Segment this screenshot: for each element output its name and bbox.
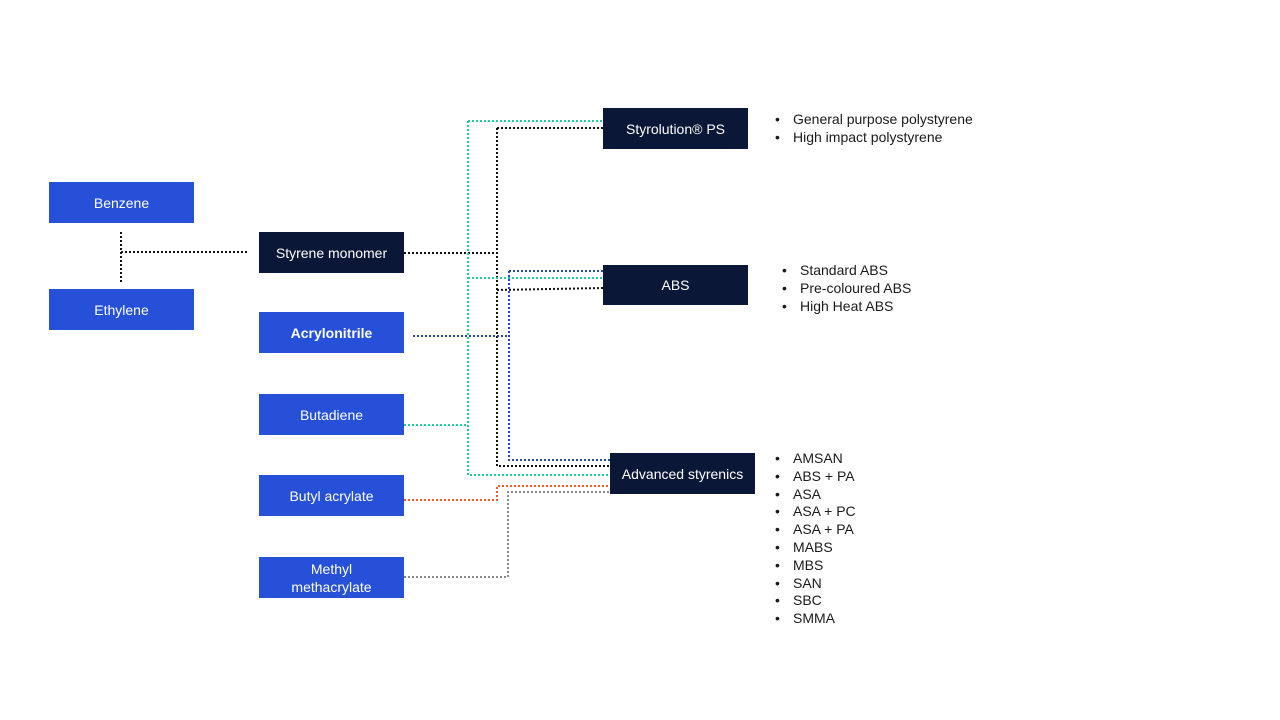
styrene-monomer-label: Styrene monomer [275, 244, 388, 261]
advanced-product-list: AMSAN ABS + PA ASA ASA + PC ASA + PA MAB… [775, 450, 856, 628]
advanced-styrenics-box: Advanced styrenics [610, 453, 755, 494]
list-item: Pre-coloured ABS [782, 280, 911, 298]
list-item: SBC [775, 592, 856, 610]
butadiene-connector [404, 120, 610, 476]
abs-box: ABS [603, 265, 748, 305]
list-item: SMMA [775, 610, 856, 628]
list-item: SAN [775, 575, 856, 593]
list-item: ASA + PC [775, 503, 856, 521]
abs-product-list: Standard ABS Pre-coloured ABS High Heat … [782, 262, 911, 315]
acrylonitrile-label: Acrylonitrile [290, 324, 373, 341]
butyl-acrylate-connector [404, 485, 610, 501]
styrene-connector [404, 127, 610, 467]
list-item: High impact polystyrene [775, 129, 973, 147]
benzene-box: Benzene [49, 182, 194, 223]
list-item: Standard ABS [782, 262, 911, 280]
list-item: AMSAN [775, 450, 856, 468]
ps-product-list: General purpose polystyrene High impact … [775, 111, 973, 147]
ethylene-label: Ethylene [94, 301, 149, 318]
styrolution-ps-label: Styrolution® PS [625, 120, 726, 137]
butyl-acrylate-label: Butyl acrylate [289, 487, 374, 504]
benzene-label: Benzene [93, 194, 150, 211]
methyl-methacrylate-label: Methyl methacrylate [291, 560, 372, 595]
list-item: ABS + PA [775, 468, 856, 486]
methyl-methacrylate-connector [404, 491, 610, 578]
list-item: ASA + PA [775, 521, 856, 539]
list-item: MBS [775, 557, 856, 575]
acrylonitrile-box: Acrylonitrile [259, 312, 404, 353]
acrylonitrile-connector [413, 270, 610, 461]
list-item: ASA [775, 486, 856, 504]
butadiene-box: Butadiene [259, 394, 404, 435]
benzene-ethylene-connector [120, 232, 249, 282]
butadiene-label: Butadiene [299, 406, 364, 423]
styrolution-ps-box: Styrolution® PS [603, 108, 748, 149]
list-item: MABS [775, 539, 856, 557]
ethylene-box: Ethylene [49, 289, 194, 330]
list-item: High Heat ABS [782, 298, 911, 316]
advanced-styrenics-label: Advanced styrenics [621, 465, 744, 482]
methyl-methacrylate-box: Methyl methacrylate [259, 557, 404, 598]
butyl-acrylate-box: Butyl acrylate [259, 475, 404, 516]
styrene-monomer-box: Styrene monomer [259, 232, 404, 273]
list-item: General purpose polystyrene [775, 111, 973, 129]
abs-label: ABS [661, 277, 690, 293]
